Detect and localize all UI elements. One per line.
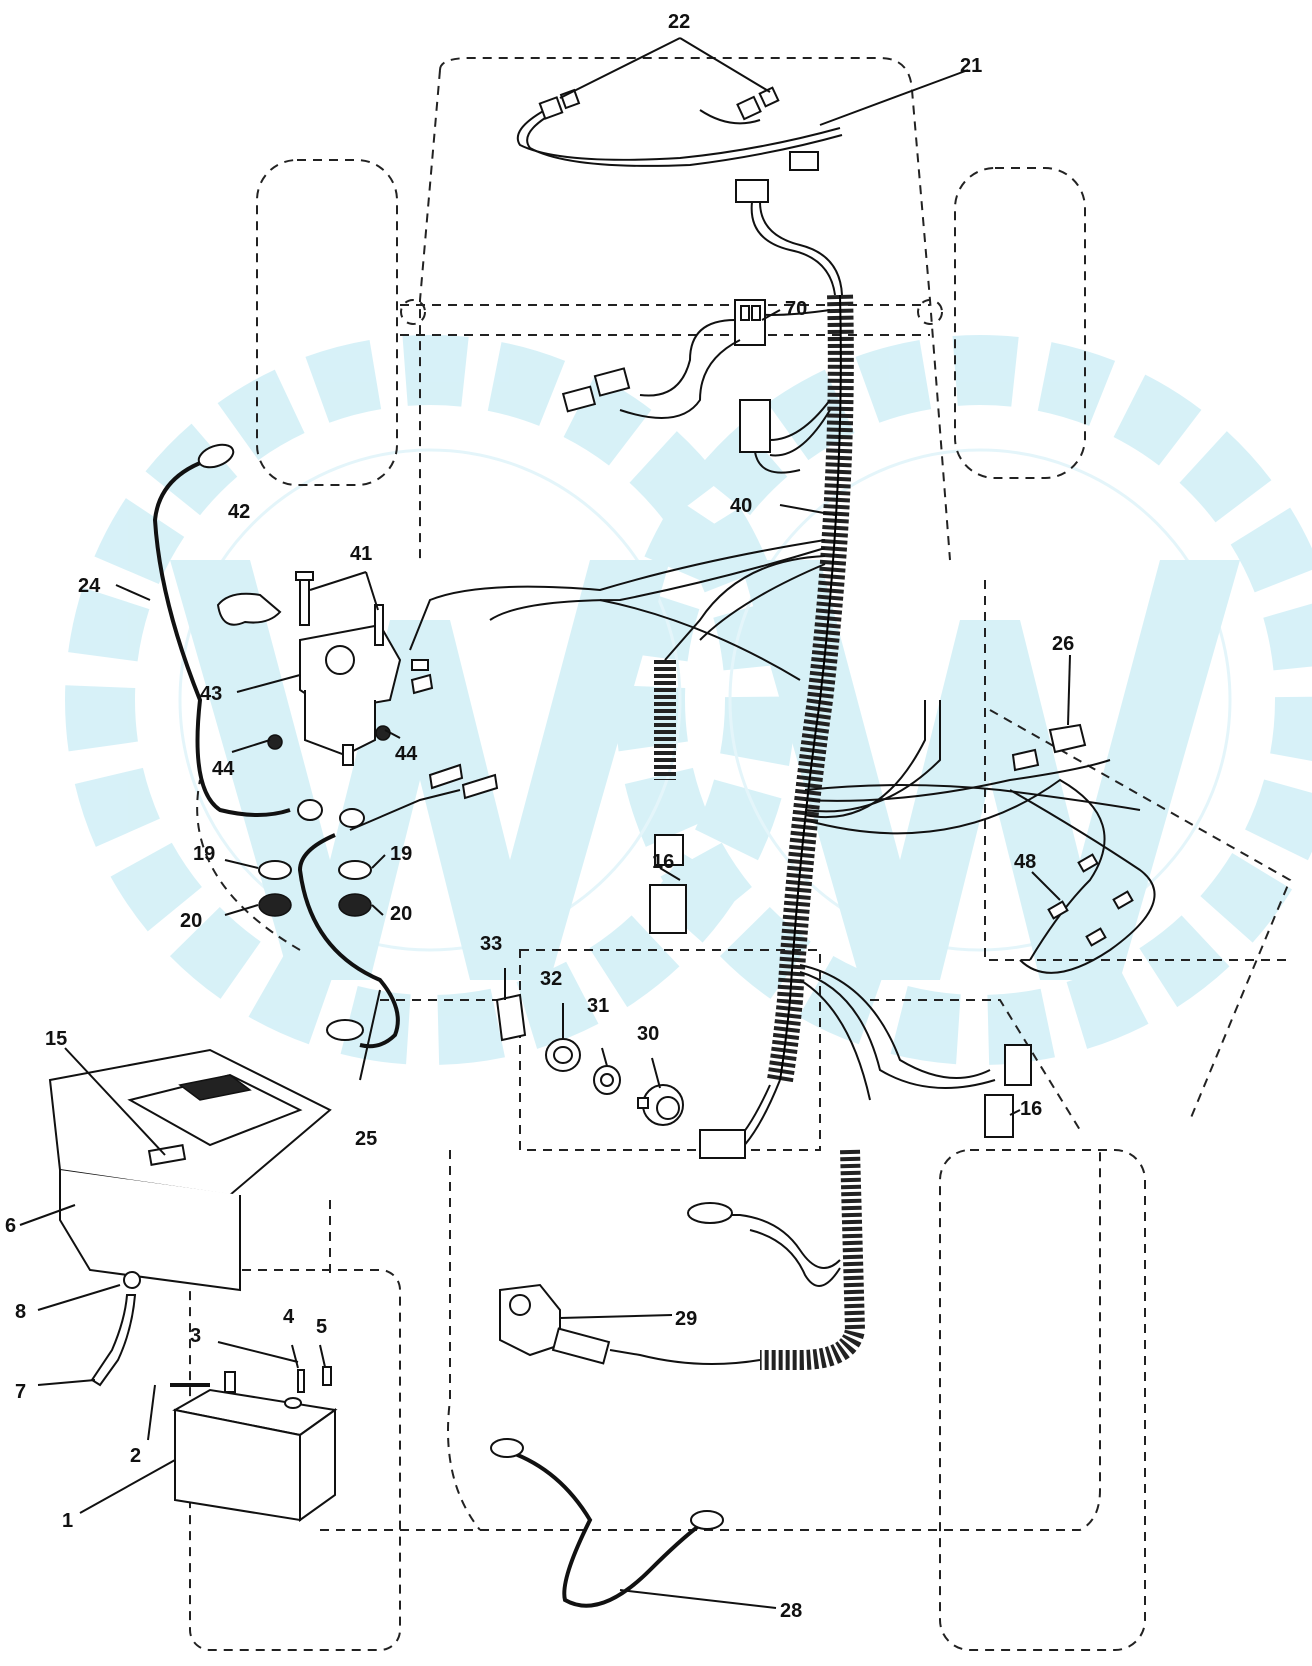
- callout-29: 29: [675, 1308, 697, 1330]
- callout-30: 30: [637, 1023, 659, 1045]
- leader-lines: [19, 37, 1071, 1609]
- callout-26: 26: [1052, 633, 1074, 655]
- chassis-outline: [189, 57, 1292, 1651]
- key-switch-group: [495, 993, 746, 1159]
- callout-3: 3: [190, 1325, 201, 1347]
- callout-16-lower: 16: [1020, 1098, 1042, 1120]
- watermark-logo: [65, 335, 1312, 1065]
- battery-tray: [48, 1048, 332, 1292]
- switch-26-harness-48: [1009, 723, 1156, 974]
- starter-solenoid: [216, 571, 499, 917]
- battery-cables: [152, 443, 461, 1049]
- callout-20-right: 20: [390, 903, 412, 925]
- callout-32: 32: [540, 968, 562, 990]
- callout-44-right: 44: [395, 743, 418, 765]
- callout-25: 25: [355, 1128, 377, 1150]
- callout-31: 31: [587, 995, 609, 1017]
- callout-28: 28: [780, 1600, 802, 1622]
- branch-wires: [409, 309, 1141, 1365]
- callout-48: 48: [1014, 851, 1036, 873]
- callout-19-right: 19: [390, 843, 412, 865]
- callout-7: 7: [15, 1381, 26, 1403]
- callout-44-left: 44: [212, 758, 235, 780]
- callout-16-upper: 16: [652, 851, 674, 873]
- callout-42: 42: [228, 501, 250, 523]
- callout-21: 21: [960, 55, 982, 77]
- callout-6-tray: 6: [5, 1215, 16, 1237]
- callout-70: 70: [785, 298, 807, 320]
- module-29: [499, 1202, 733, 1365]
- battery: [90, 1271, 338, 1522]
- callout-41: 41: [350, 543, 372, 565]
- callout-4: 4: [283, 1306, 295, 1328]
- plugs-16: [649, 834, 1032, 1138]
- connector-70-group: [561, 299, 801, 474]
- callout-24: 24: [78, 575, 101, 597]
- callout-5: 5: [316, 1316, 327, 1338]
- headlight-harness: [516, 86, 843, 296]
- callout-43: 43: [200, 683, 222, 705]
- callout-33: 33: [480, 933, 502, 955]
- callout-labels: 22 21 70 40 42 41 24 43 44 44 19 19 20 2…: [5, 11, 1074, 1622]
- main-harness-coil: [654, 294, 866, 1370]
- callout-1: 1: [62, 1510, 73, 1532]
- callout-19-left: 19: [193, 843, 215, 865]
- callout-22: 22: [668, 11, 690, 33]
- callout-2: 2: [130, 1445, 141, 1467]
- callout-8: 8: [15, 1301, 26, 1323]
- callout-40: 40: [730, 495, 752, 517]
- ground-cable-28: [490, 1438, 724, 1608]
- callout-15: 15: [45, 1028, 67, 1050]
- callout-20-left: 20: [180, 910, 202, 932]
